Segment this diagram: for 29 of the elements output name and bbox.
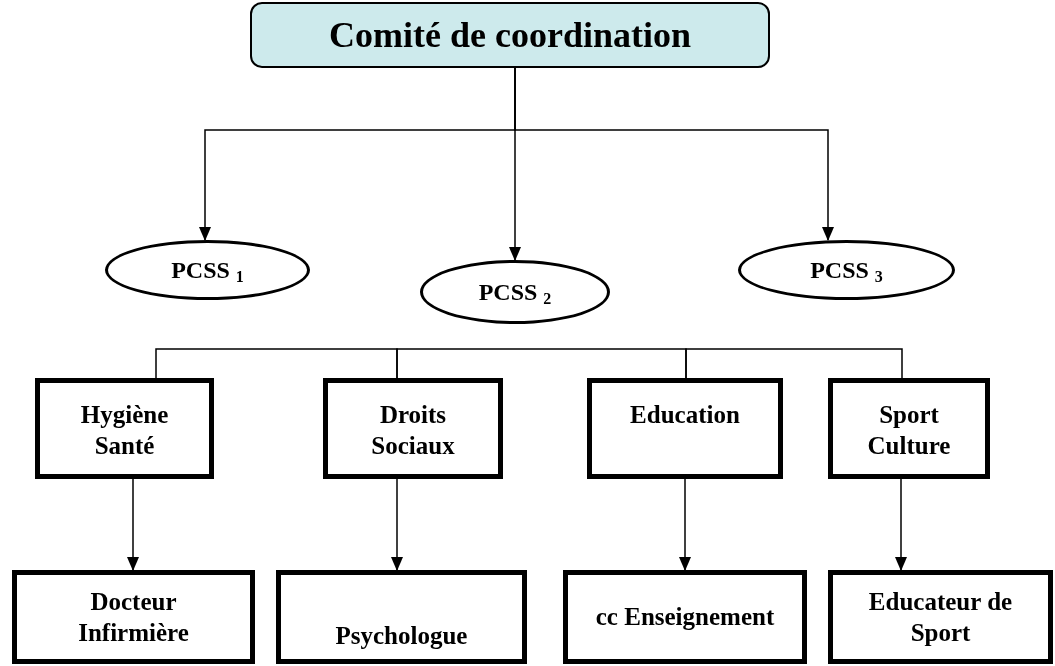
role-box (828, 378, 990, 479)
connector-line (396, 348, 687, 379)
role-box (828, 570, 1053, 664)
connector-line (685, 348, 903, 379)
node-label: Psychologue (334, 620, 469, 651)
node-label: Education (629, 400, 741, 430)
role-box (323, 378, 503, 479)
node-label: PCSS $_{1}$ (170, 256, 245, 285)
role-box (35, 378, 214, 479)
arrow (391, 478, 403, 571)
role-box (12, 570, 255, 664)
node-label: PCSS $_{3}$ (809, 256, 884, 285)
node-label: Docteur Infirmière (77, 586, 190, 648)
arrow (895, 478, 907, 571)
node-label: Educateur de Sport (867, 586, 1014, 648)
node-label: Comité de coordination (328, 13, 692, 57)
committee-box (250, 2, 770, 68)
node-label: cc Enseignement (594, 602, 776, 633)
node-label: Droits Sociaux (370, 400, 456, 462)
role-box (587, 378, 783, 479)
arrow (679, 478, 691, 571)
role-box (276, 570, 527, 664)
node-label: Sport Culture (866, 400, 952, 462)
arrow (127, 478, 139, 571)
role-box (563, 570, 807, 664)
node-label: PCSS $_{2}$ (477, 278, 553, 307)
node-label: Hygiène Santé (79, 400, 170, 462)
connector-line (155, 348, 398, 379)
arrow (514, 67, 834, 241)
